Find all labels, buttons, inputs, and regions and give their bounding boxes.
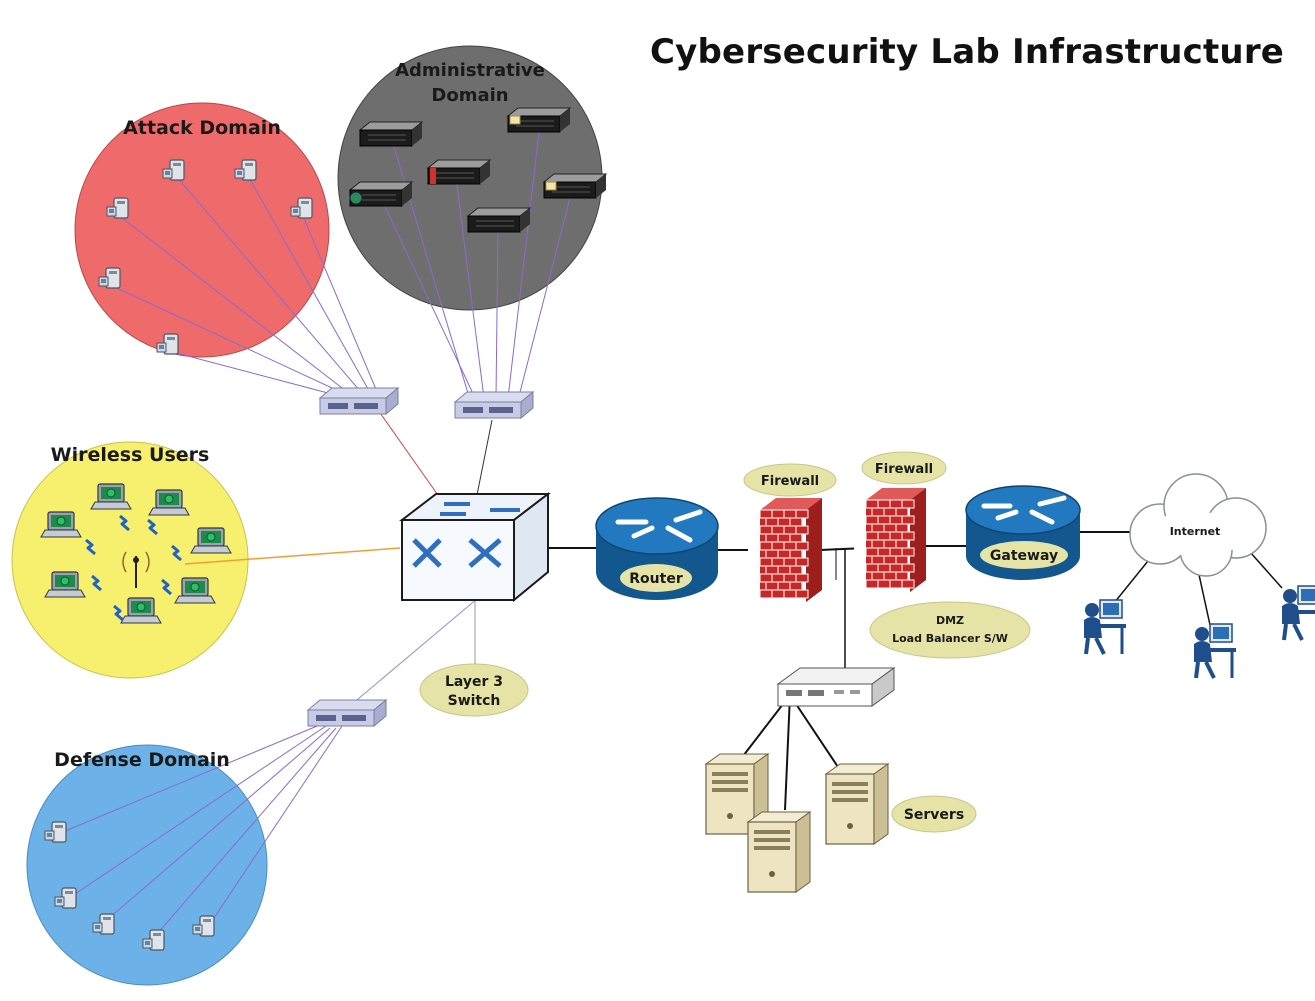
attack-domain-region <box>74 102 330 358</box>
firewall1-label-bubble <box>743 463 837 497</box>
firewall-icon <box>748 498 822 604</box>
gateway-label: Gateway <box>990 548 1058 564</box>
user-at-desk-icon <box>1082 598 1128 656</box>
wireless-users-label: Wireless Users <box>51 444 210 466</box>
antenna-icon <box>122 551 150 588</box>
firewall2-label-bubble <box>861 451 947 485</box>
router-label: Router <box>629 571 683 587</box>
firewall1-label: Firewall <box>761 474 819 489</box>
firewall2-label: Firewall <box>875 462 933 477</box>
servers-label-bubble <box>891 795 977 833</box>
dmz-switch-icon <box>776 667 896 707</box>
defense-to-core-link <box>344 597 479 711</box>
wireless-users-region <box>11 441 249 679</box>
attack-switch-icon <box>319 387 399 415</box>
dmz-label-line1: DMZ <box>936 614 964 627</box>
defense-domain-label: Defense Domain <box>54 749 230 771</box>
internet-label: Internet <box>1170 525 1221 538</box>
defense-switch-icon <box>307 699 387 727</box>
server-rack-icon <box>467 207 531 233</box>
user-at-desk-icon <box>1192 622 1238 680</box>
defense-domain-region <box>26 744 268 986</box>
cloud-icon <box>1129 473 1267 577</box>
layer3-label-line2: Switch <box>448 693 501 709</box>
admin-links <box>379 123 573 401</box>
wireless-to-core-link <box>184 547 401 565</box>
dmz-label-bubble <box>869 601 1031 659</box>
layer3-label-bubble <box>419 663 529 717</box>
admin-switch-icon <box>454 391 534 419</box>
red-badge-icon <box>430 168 436 184</box>
globe-icon <box>349 191 363 205</box>
server-rack-icon <box>427 159 491 185</box>
dmz-label-line2: Load Balancer S/W <box>892 632 1008 645</box>
admin-domain-label-line1: Administrative <box>395 60 545 81</box>
gateway-label-bubble <box>980 541 1068 569</box>
attack-to-core-link <box>377 409 441 499</box>
admin-domain-label-line2: Domain <box>431 85 508 106</box>
attack-domain-label: Attack Domain <box>123 117 281 139</box>
defense-links <box>57 723 343 943</box>
layer3-label-line1: Layer 3 <box>445 674 503 690</box>
firewall-icon <box>854 488 930 596</box>
folder-icon <box>509 115 521 125</box>
user-at-desk-icon <box>1280 584 1315 642</box>
server-rack-icon <box>359 121 423 147</box>
tower-server-icon <box>747 811 811 893</box>
layer3-switch-icon <box>399 491 551 603</box>
tower-server-icon <box>825 763 889 845</box>
router-label-bubble <box>620 564 692 592</box>
diagram-title: Cybersecurity Lab Infrastructure <box>650 32 1285 72</box>
folder-icon <box>545 181 557 191</box>
admin-to-core-link <box>475 419 493 501</box>
servers-label: Servers <box>904 807 964 823</box>
